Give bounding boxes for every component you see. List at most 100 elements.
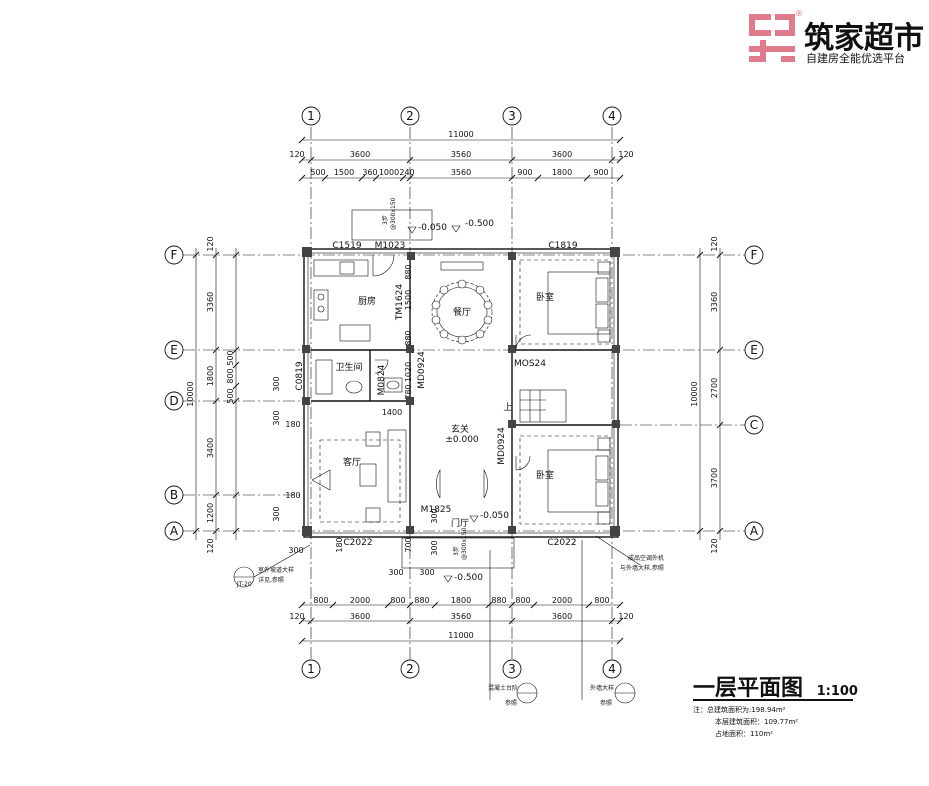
- dim-bot-r1-7: 2000: [552, 596, 572, 605]
- dining-chairs: [431, 279, 493, 345]
- dim-top-r2-0: 120: [289, 150, 304, 159]
- dim-bot-r1-4: 1800: [451, 596, 471, 605]
- dim-top-r3-1: 1500: [334, 168, 354, 177]
- dim-bot-r1-5: 880: [491, 596, 506, 605]
- dim-right-3: 120: [710, 236, 719, 251]
- walls: [303, 248, 619, 538]
- dim-top-r2-1: 3600: [350, 150, 370, 159]
- dim-top-r2-3: 3600: [552, 150, 572, 159]
- dim-left-7: 120: [206, 236, 215, 251]
- door-m0824: M0824: [377, 364, 387, 395]
- dim-left-1: 1800: [206, 366, 215, 386]
- dim-bot-r1-6: 800: [515, 596, 530, 605]
- window-c2022-a: C2022: [343, 538, 372, 548]
- dim-misc-16: 180: [335, 537, 344, 552]
- dim-misc-6: 880: [404, 264, 413, 279]
- axis-bottom-3: 3: [508, 662, 516, 676]
- brand-tagline: 自建房全能优选平台: [806, 51, 905, 65]
- note-total-area: 注：总建筑面积为:198.94m²: [693, 706, 786, 714]
- steps-top-count: 3步: [381, 215, 389, 225]
- dim-bot-r2-4: 120: [618, 612, 633, 621]
- dim-top-r3-3: 1000: [379, 168, 399, 177]
- door-md0924-b: MD0924: [497, 427, 507, 465]
- dim-top-r3-8: 900: [593, 168, 608, 177]
- axis-right-a: A: [750, 524, 759, 538]
- window-c1819: C1819: [548, 241, 577, 251]
- axis-right-f: F: [751, 248, 758, 262]
- room-bedroom-south: 卧室: [536, 469, 554, 481]
- callout-right-ref: 与外墙大样,参照: [620, 564, 664, 572]
- callout-b2-title: 外墙大样: [590, 684, 614, 692]
- door-swings: [372, 254, 532, 499]
- dimension-lines: [195, 139, 721, 642]
- steps-bottom-count: 3步: [452, 546, 460, 556]
- dim-bot-r1-1: 2000: [350, 596, 370, 605]
- callout-left-title: 室外坡道大样: [258, 566, 294, 574]
- dim-misc-8: 1020: [404, 362, 413, 382]
- dim-left-0: 3360: [206, 292, 215, 312]
- dimension-ticks: [192, 136, 724, 645]
- callout-left-ref: 详见,参照: [258, 576, 284, 584]
- axis-left-e: E: [170, 343, 178, 357]
- title-underline: [693, 699, 853, 701]
- dim-misc-0: 300: [272, 376, 281, 391]
- dim-misc-10: 880: [404, 330, 413, 345]
- dim-bot-overall: 11000: [448, 631, 473, 640]
- note-site-area: 占地面积：110m²: [715, 730, 773, 738]
- axis-left-a: A: [170, 524, 179, 538]
- axis-right-e: E: [750, 343, 758, 357]
- area-notes: 注：总建筑面积为:198.94m² 本层建筑面积：109.77m² 占地面积：1…: [693, 704, 798, 740]
- dim-misc-17: 300: [288, 546, 303, 555]
- level-porch: -0.050: [480, 511, 509, 521]
- dim-misc-9: 780: [404, 384, 413, 399]
- level-bottom-outside: -0.500: [454, 573, 483, 583]
- room-bathroom: 卫生间: [335, 361, 362, 373]
- entrance-level: ±0.000: [445, 435, 479, 445]
- dim-top-r3-5: 3560: [451, 168, 471, 177]
- dim-bot-r2-2: 3560: [451, 612, 471, 621]
- callout-b2-ref: 参照: [600, 699, 612, 707]
- window-c2022-b: C2022: [547, 538, 576, 548]
- dim-bot-r1-3: 880: [414, 596, 429, 605]
- room-dining: 餐厅: [453, 306, 471, 318]
- door-mos24: MOS24: [514, 359, 546, 369]
- dim-misc-14: 300: [388, 568, 403, 577]
- axis-top-2: 2: [406, 109, 414, 123]
- dim-right-4: 120: [710, 538, 719, 553]
- level-top-outside: -0.500: [465, 219, 494, 229]
- brand-registered: ®: [795, 9, 803, 18]
- room-entrance: 玄关: [451, 423, 469, 435]
- dim-top-r2-4: 120: [618, 150, 633, 159]
- columns: [302, 247, 620, 536]
- axis-left-b: B: [170, 488, 178, 502]
- room-door-hall: 门厅: [451, 517, 469, 529]
- level-kitchen-door: -0.050: [418, 223, 447, 233]
- dim-misc-5: 1400: [382, 408, 402, 417]
- door-md0924-a: MD0924: [417, 351, 427, 389]
- dim-right-1: 2700: [710, 378, 719, 398]
- dim-top-overall: 11000: [448, 130, 473, 139]
- callout-symbols: [233, 535, 641, 704]
- axis-top-4: 4: [608, 109, 616, 123]
- axis-left-d: D: [169, 394, 178, 408]
- dim-bot-r1-8: 800: [594, 596, 609, 605]
- dim-left-3: 500: [226, 350, 235, 365]
- window-c1519: C1519: [332, 241, 361, 251]
- dim-top-r3-7: 1800: [552, 168, 572, 177]
- callout-b1-ref: 参照: [505, 699, 517, 707]
- window-c0819: C0819: [295, 361, 305, 390]
- dim-right-overall: 10000: [690, 381, 699, 406]
- brand-logo: 筑家超市 ® 自建房全能优选平台: [749, 9, 924, 65]
- door-m1023: M1023: [375, 241, 406, 251]
- dim-misc-7: 1500: [404, 290, 413, 310]
- callout-ref-tag: JT-20: [236, 581, 252, 588]
- steps-bottom-size: @300x150: [461, 527, 468, 560]
- dim-right-0: 3360: [710, 292, 719, 312]
- door-tm1624: TM1624: [395, 284, 405, 321]
- brand-mark-icon: [749, 14, 795, 62]
- dim-left-5: 3400: [206, 438, 215, 458]
- drawing-title: 一层平面图 1:100: [693, 670, 858, 702]
- dim-left-4: 500: [226, 388, 235, 403]
- dim-misc-1: 300: [272, 410, 281, 425]
